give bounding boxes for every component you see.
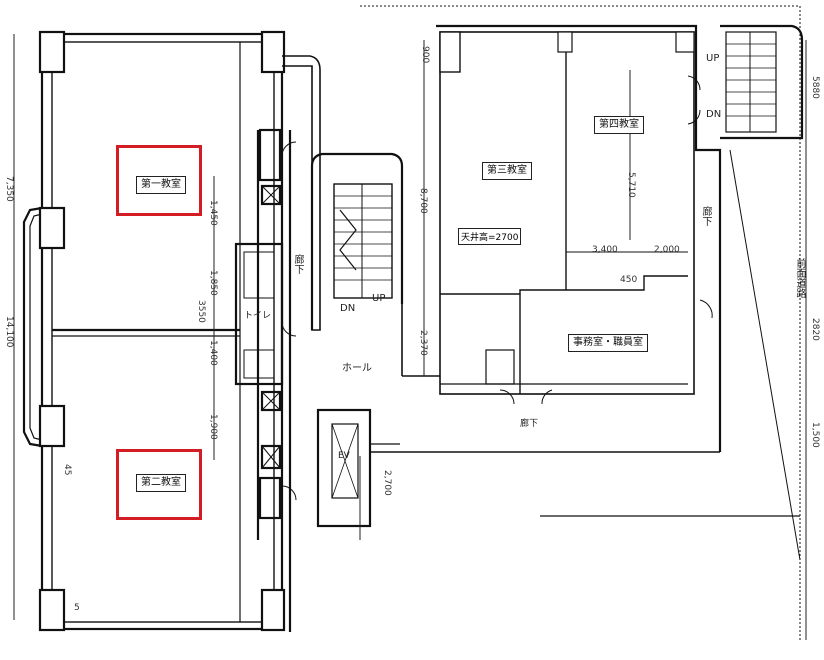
dim-1400: 1,400: [208, 340, 218, 366]
hall-label: ホール: [342, 363, 372, 374]
dim-1450: 1,450: [208, 200, 218, 226]
right-stair: [720, 24, 804, 140]
corridor-label-right: 廊下: [700, 206, 711, 226]
room-label-classroom-1: 第一教室: [136, 176, 186, 194]
ceiling-height-note: 天井高=2700: [458, 228, 522, 245]
dim-2370: 2,370: [418, 330, 428, 356]
dim-45: 45: [62, 464, 72, 476]
elevator-label: EV: [338, 451, 350, 461]
room-label-classroom-2: 第二教室: [136, 474, 186, 492]
dim-1850: 1,850: [208, 270, 218, 296]
right-stair-down-label: DN: [706, 109, 722, 120]
dim-450: 450: [620, 275, 638, 285]
stair-down-label: DN: [340, 303, 356, 314]
dim-5710: 5,710: [626, 172, 636, 198]
dim-5880: 5880: [810, 76, 820, 99]
front-road-label: 前面道路: [794, 258, 805, 298]
dim-8700: 8,700: [418, 188, 428, 214]
corridor-label-left: 廊下: [292, 254, 303, 274]
room-label-classroom-4: 第四教室: [594, 116, 644, 134]
left-block-walls: [22, 30, 286, 632]
right-stair-up-label: UP: [706, 53, 720, 64]
dim-900: 900: [420, 46, 430, 64]
dim-7350: 7,350: [4, 176, 14, 202]
dim-5: 5: [74, 603, 80, 613]
highlight-classroom-2: [116, 449, 202, 520]
room-label-classroom-3: 第三教室: [482, 162, 532, 180]
dim-14100: 14,100: [4, 316, 14, 348]
corridor-label-bottom: 廊下: [520, 419, 539, 429]
right-block-walls: [436, 24, 722, 452]
stair-up-label: UP: [372, 293, 386, 304]
highlight-classroom-1: [116, 145, 202, 216]
dim-1900: 1,900: [208, 414, 218, 440]
dim-2700: 2,700: [382, 470, 392, 496]
dim-3400: 3,400: [592, 245, 618, 255]
room-label-office: 事務室・職員室: [568, 334, 648, 352]
elevator-shaft: [316, 408, 372, 528]
toilet-label: トイレ: [244, 311, 272, 321]
dim-2000: 2,000: [654, 245, 680, 255]
dim-2820: 2820: [810, 318, 820, 341]
dim-1500: 1,500: [810, 422, 820, 448]
central-stair: [310, 152, 404, 330]
dim-3550: 3550: [196, 300, 206, 323]
